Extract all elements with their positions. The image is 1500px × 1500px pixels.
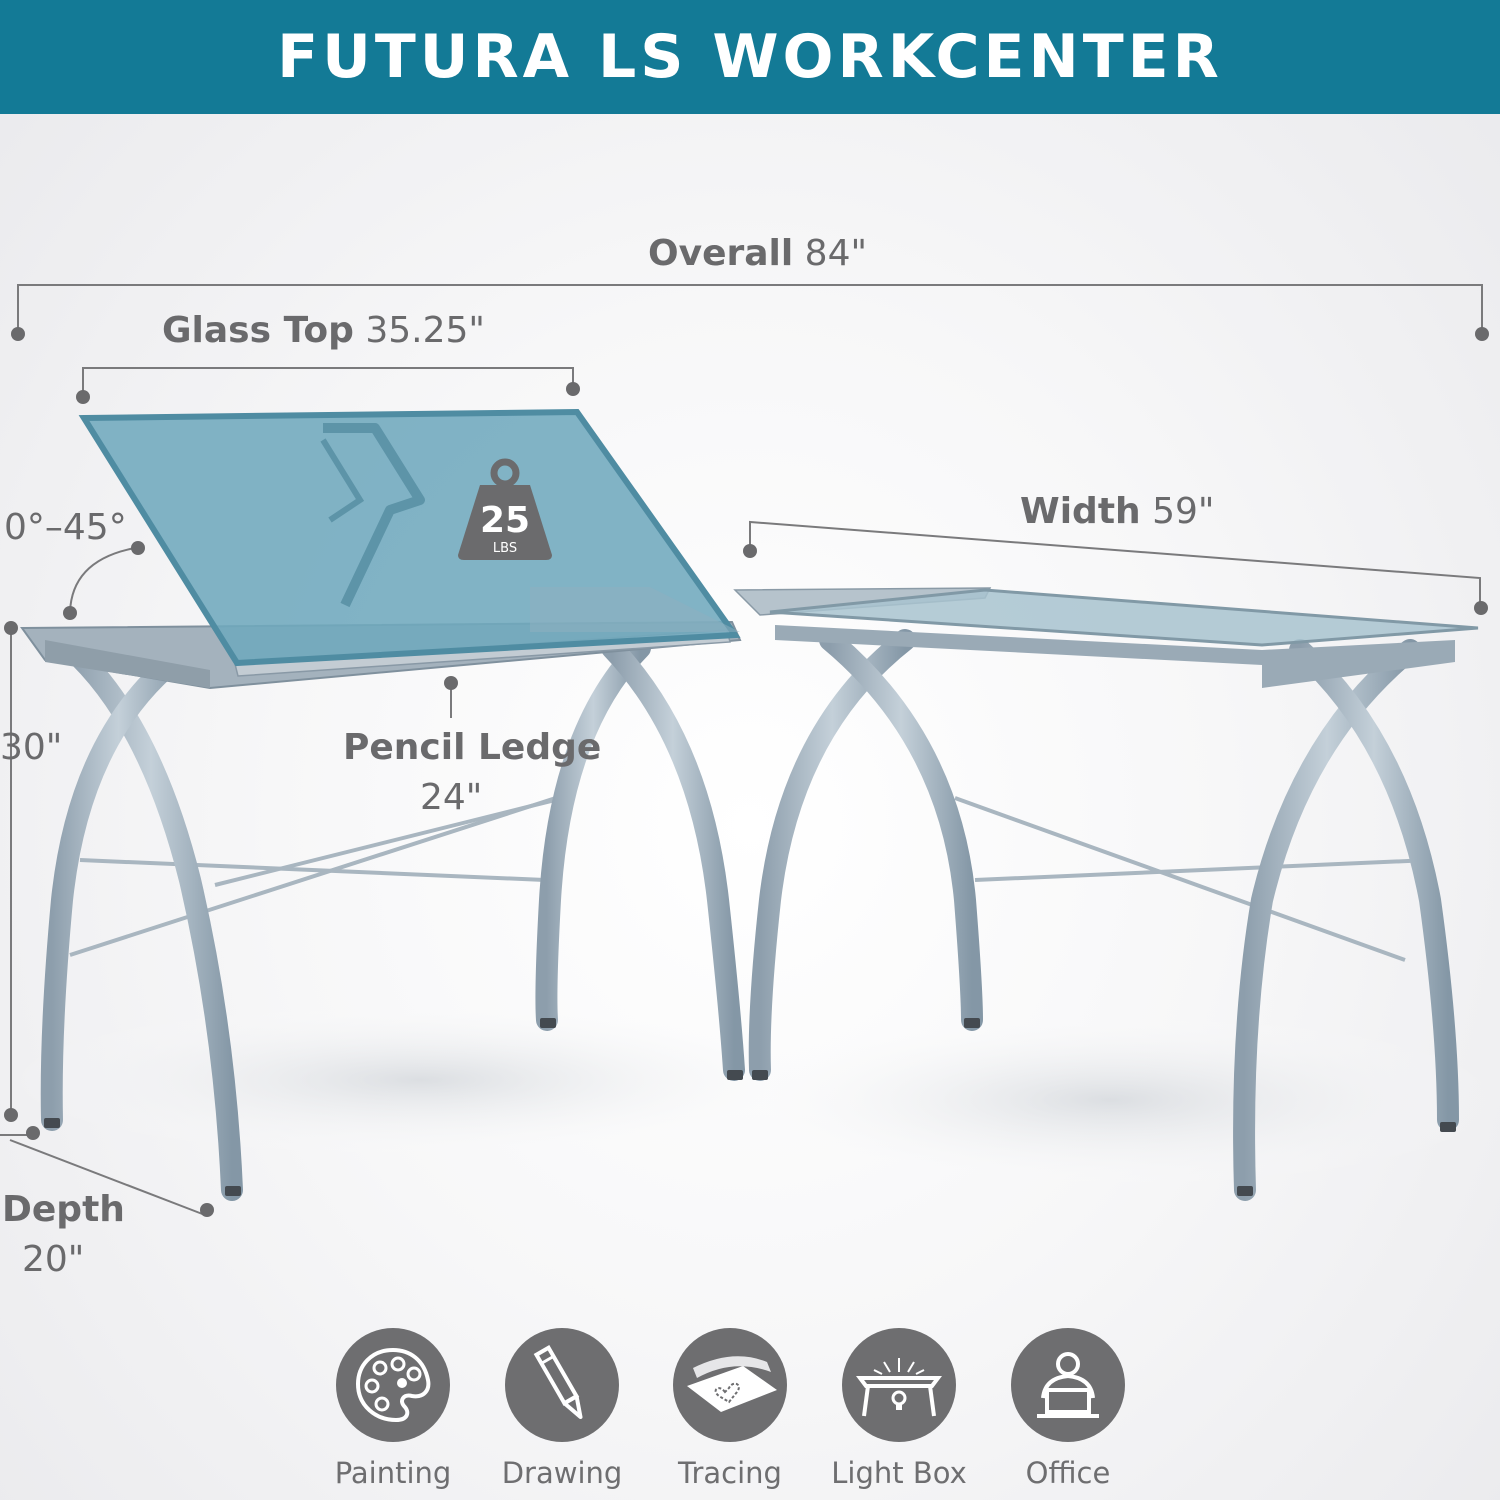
- floor-shadow-right: [710, 1010, 1500, 1190]
- pencil-ledge-value-label: 24": [420, 780, 482, 816]
- weight-badge-value: 25: [480, 500, 530, 541]
- overall-label-name: Overall: [648, 233, 794, 274]
- overall-right-dot: [1475, 327, 1489, 341]
- width-label-value: 59": [1152, 491, 1215, 532]
- pencil-ledge-label-name: Pencil Ledge: [343, 727, 602, 768]
- tilt-arc: [69, 547, 136, 613]
- feature-office: Office: [993, 1328, 1143, 1490]
- depth-dimension-line: [9, 1139, 206, 1216]
- overall-left-dot: [11, 327, 25, 341]
- feature-painting: Painting: [318, 1328, 468, 1490]
- depth-label: Depth: [2, 1192, 125, 1228]
- office-person-icon: [1011, 1328, 1125, 1442]
- feature-tracing: Tracing: [655, 1328, 805, 1490]
- right-table: [733, 587, 1479, 1201]
- feature-label-office: Office: [1025, 1456, 1111, 1490]
- feature-label-painting: Painting: [334, 1456, 452, 1490]
- floor-shadow-left: [0, 1000, 840, 1160]
- height-label-value: 30": [0, 727, 63, 768]
- weight-badge: 25 LBS: [458, 458, 552, 560]
- light-box-icon: [842, 1328, 956, 1442]
- glass-top-dimension-line: [82, 367, 574, 396]
- title-banner: FUTURA LS WORKCENTER: [0, 0, 1500, 114]
- feature-drawing: Drawing: [487, 1328, 637, 1490]
- weight-badge-unit: LBS: [493, 541, 517, 556]
- page-title: FUTURA LS WORKCENTER: [277, 22, 1223, 92]
- overall-label-value: 84": [804, 233, 868, 274]
- depth-label-value: 20": [22, 1239, 85, 1280]
- palette-icon: [336, 1328, 450, 1442]
- feature-label-tracing: Tracing: [678, 1456, 782, 1490]
- height-label: 30": [0, 730, 62, 766]
- feature-label-light-box: Light Box: [831, 1456, 967, 1490]
- glass-top-label: Glass Top 35.25": [162, 313, 485, 349]
- width-dimension-line: [749, 520, 1481, 606]
- tilt-label-value: 0°–45°: [4, 507, 127, 548]
- feature-icons-row: Painting Drawing Tracing: [320, 1328, 1180, 1498]
- pencil-ledge-label-value: 24": [420, 777, 483, 818]
- width-label: Width 59": [1020, 494, 1214, 530]
- pencil-icon: [505, 1328, 619, 1442]
- pencil-ledge-label: Pencil Ledge: [343, 730, 601, 766]
- depth-label-name: Depth: [2, 1189, 125, 1230]
- glass-top-label-name: Glass Top: [162, 310, 354, 351]
- feature-light-box: Light Box: [824, 1328, 974, 1490]
- tilt-label: 0°–45°: [4, 510, 127, 546]
- width-label-name: Width: [1020, 491, 1141, 532]
- left-table: [20, 408, 745, 1201]
- overall-label: Overall 84": [648, 236, 867, 272]
- overall-dimension-line: [17, 284, 1483, 333]
- depth-value-label: 20": [22, 1242, 84, 1278]
- tracing-paper-icon: [673, 1328, 787, 1442]
- glass-top-label-value: 35.25": [365, 310, 485, 351]
- feature-label-drawing: Drawing: [501, 1456, 623, 1490]
